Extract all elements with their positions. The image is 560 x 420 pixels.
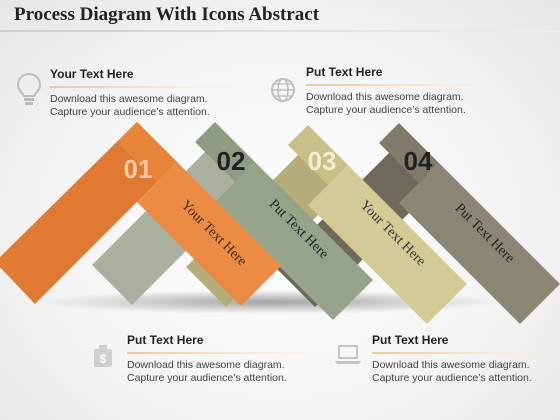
block-heading: Put Text Here <box>306 65 383 79</box>
lightbulb-icon <box>16 72 42 105</box>
block-line-1: Download this awesome diagram. <box>50 93 208 105</box>
block-line-2: Capture your audience’s attention. <box>306 104 466 116</box>
text-block-top-left: Your Text Here Download this awesome dia… <box>50 67 240 119</box>
block-divider <box>50 86 240 88</box>
chevron-1-right-leg <box>137 162 281 306</box>
text-block-bottom-left: Put Text Here Download this awesome diag… <box>127 333 317 385</box>
text-block-top-right: Put Text Here Download this awesome diag… <box>306 65 506 117</box>
chevron-1-cap <box>117 122 177 182</box>
chevron-4-right-leg <box>399 163 560 324</box>
block-line-2: Capture your audience’s attention. <box>372 372 532 384</box>
chevron-4-cap <box>379 123 439 183</box>
step-number-3: 03 <box>308 146 337 176</box>
block-divider <box>127 352 317 354</box>
svg-text:$: $ <box>100 352 107 366</box>
title-divider <box>0 30 560 32</box>
block-divider <box>306 84 506 86</box>
chevron-2-cap <box>195 122 255 182</box>
money-bag-icon: $ <box>94 345 112 367</box>
text-block-bottom-right: Put Text Here Download this awesome diag… <box>372 333 552 385</box>
chevron-3-cap <box>288 125 348 185</box>
block-line-1: Download this awesome diagram. <box>306 91 464 103</box>
laptop-icon <box>335 345 361 364</box>
block-line-1: Download this awesome diagram. <box>372 359 530 371</box>
globe-icon <box>271 78 295 102</box>
block-line-1: Download this awesome diagram. <box>127 359 285 371</box>
step-number-2: 02 <box>217 146 246 176</box>
block-line-2: Capture your audience’s attention. <box>127 372 287 384</box>
block-heading: Put Text Here <box>127 333 204 347</box>
block-divider <box>372 352 552 354</box>
chevron-2-right-leg <box>215 162 373 320</box>
chevron-1-left-leg <box>0 122 177 304</box>
step-number-1: 01 <box>124 154 153 184</box>
block-heading: Your Text Here <box>50 67 134 81</box>
chevron-3-right-leg <box>308 165 467 324</box>
step-number-4: 04 <box>404 146 433 176</box>
block-line-2: Capture your audience’s attention. <box>50 106 210 118</box>
page-title: Process Diagram With Icons Abstract <box>14 4 320 25</box>
block-heading: Put Text Here <box>372 333 449 347</box>
